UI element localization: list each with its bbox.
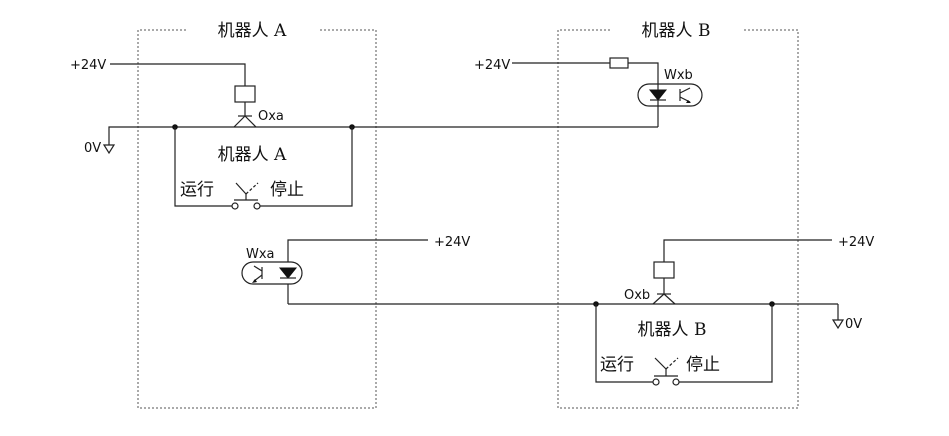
robot-a-run-label: 运行 (180, 180, 214, 200)
robot-a-input-circuit: +24V Wxa (241, 235, 596, 305)
robot-a-relay-coil-icon (234, 85, 256, 103)
robot-a-output-label: Oxa (258, 109, 284, 124)
robot-b-24v-relay-label: +24V (838, 235, 874, 250)
robot-a-24v-input-label: +24V (434, 235, 470, 250)
robot-b-stop-label: 停止 (686, 355, 720, 375)
robot-a-ground-label: 0V (84, 141, 101, 156)
robot-a-input-label: Wxa (246, 247, 275, 262)
robot-b-input-label: Wxb (664, 68, 693, 83)
robot-b-relay-coil-icon (653, 261, 675, 279)
robot-b-title: 机器人 B (642, 21, 711, 41)
robot-a-inner-label: 机器人 A (218, 145, 287, 165)
robot-b-box: 机器人 B (557, 21, 799, 409)
robot-a-output-circuit: +24V Oxa 0V 机器人 A 运行 停止 (70, 58, 658, 210)
robot-b-resistor-icon (609, 57, 629, 69)
robot-a-box: 机器人 A (137, 21, 377, 409)
robot-b-switch-icon (652, 357, 680, 386)
robot-b-output-circuit: +24V Oxb 0V 机器人 B 运行 停止 (593, 235, 874, 386)
robot-b-input-circuit: +24V Wxb (474, 57, 703, 127)
robot-b-optocoupler-icon (637, 83, 703, 107)
robot-b-run-label: 运行 (600, 355, 634, 375)
robot-a-stop-label: 停止 (270, 180, 304, 200)
robot-b-ground-icon (831, 319, 845, 330)
robot-a-switch-icon (231, 182, 261, 210)
robot-a-optocoupler-icon (241, 261, 303, 285)
robot-a-title: 机器人 A (218, 21, 287, 41)
robot-a-ground-icon (102, 144, 116, 155)
robot-b-24v-input-label: +24V (474, 58, 510, 73)
robot-b-inner-label: 机器人 B (638, 320, 707, 340)
robot-b-ground-label: 0V (845, 317, 862, 332)
robot-b-output-label: Oxb (624, 288, 650, 303)
robot-a-24v-top-label: +24V (70, 58, 106, 73)
